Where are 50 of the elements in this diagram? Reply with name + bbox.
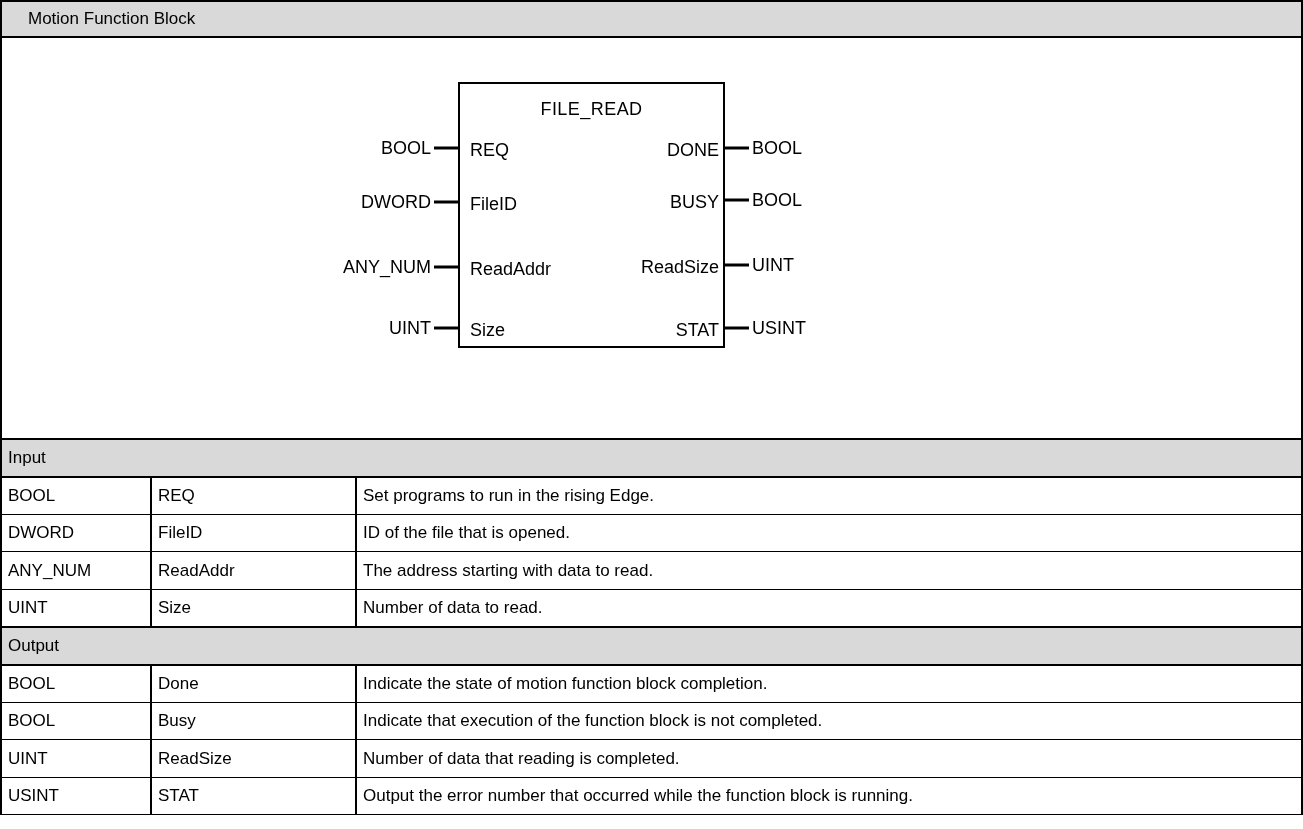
- table-cell: Set programs to run in the rising Edge.: [356, 476, 1302, 515]
- table-cell: Number of data that reading is completed.: [356, 739, 1302, 778]
- table-cell: Done: [151, 664, 356, 703]
- section-header: Output: [1, 626, 1302, 665]
- block-name: FILE_READ: [539, 98, 644, 122]
- data-type-text: UINT: [749, 250, 853, 280]
- table-cell: The address starting with data to read.: [356, 551, 1302, 590]
- connector-line: [434, 326, 458, 330]
- pin-name: BUSY: [669, 191, 719, 213]
- table-cell: BOOL: [1, 664, 151, 703]
- table-cell: BOOL: [1, 702, 151, 740]
- table-cell: Indicate the state of motion function block completion.: [356, 664, 1302, 703]
- data-type-text: BOOL: [749, 185, 853, 215]
- connector-line: [434, 200, 458, 204]
- table-cell: BOOL: [1, 476, 151, 515]
- connector-line: [434, 146, 458, 150]
- pin-name: REQ: [470, 139, 509, 161]
- table-cell: Output the error number that occurred while the function block is running.: [356, 777, 1302, 815]
- pin-name: ReadSize: [640, 256, 719, 278]
- data-type-text: BOOL: [330, 133, 434, 163]
- pin-name: Size: [470, 319, 505, 341]
- table-cell: Indicate that execution of the function block is not completed.: [356, 702, 1302, 740]
- table-cell: REQ: [151, 476, 356, 515]
- connector-line: [725, 146, 749, 150]
- table-cell: USINT: [1, 777, 151, 815]
- section-header: Input: [1, 439, 1302, 477]
- data-type-text: USINT: [749, 313, 853, 343]
- pin-name: DONE: [667, 139, 719, 161]
- table-cell: ANY_NUM: [1, 551, 151, 590]
- function-block: [458, 82, 725, 348]
- diagram-title: Motion Function Block: [28, 8, 196, 31]
- table-cell: ReadAddr: [151, 551, 356, 590]
- table-cell: UINT: [1, 739, 151, 778]
- data-type-text: ANY_NUM: [330, 252, 434, 282]
- connector-line: [725, 263, 749, 267]
- table-cell: Busy: [151, 702, 356, 740]
- connector-line: [725, 198, 749, 202]
- table-cell: ReadSize: [151, 739, 356, 778]
- data-type-text: DWORD: [330, 187, 434, 217]
- table-cell: STAT: [151, 777, 356, 815]
- table-cell: FileID: [151, 514, 356, 552]
- table-cell: DWORD: [1, 514, 151, 552]
- connector-line: [434, 265, 458, 269]
- data-type-text: UINT: [330, 313, 434, 343]
- data-type-text: BOOL: [749, 133, 853, 163]
- table-cell: ID of the file that is opened.: [356, 514, 1302, 552]
- connector-line: [725, 326, 749, 330]
- pin-name: STAT: [675, 319, 719, 341]
- pin-name: ReadAddr: [470, 258, 552, 280]
- pin-name: FileID: [470, 193, 517, 215]
